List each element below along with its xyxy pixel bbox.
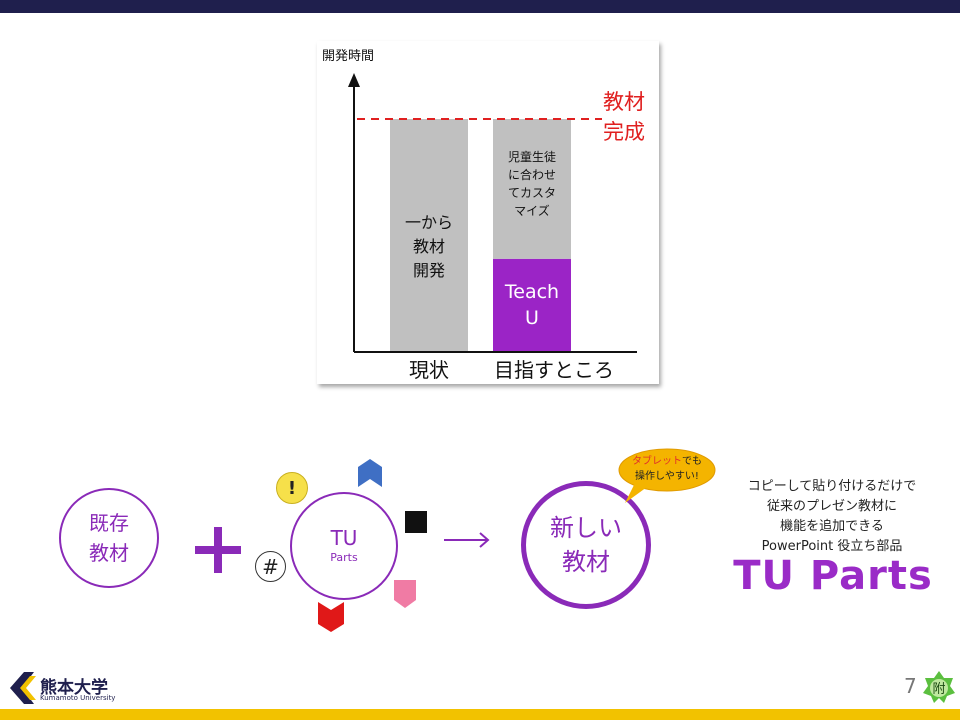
y-axis-label: 開発時間 xyxy=(322,49,374,64)
new-material-circle: 新しい 教材 xyxy=(521,481,651,609)
pink-bookmark-icon xyxy=(394,580,416,608)
attached-school-badge-icon: 附 xyxy=(923,671,955,703)
bubble-line2: 操作しやすい! xyxy=(635,471,699,482)
red-bookmark-icon xyxy=(318,602,344,632)
bubble-rest: でも xyxy=(682,456,702,467)
new-line1: 新しい xyxy=(550,514,622,542)
teachu-label-0: Teach xyxy=(504,281,559,303)
desc-line1: コピーして貼り付けるだけで xyxy=(747,479,917,494)
right-arrow-icon xyxy=(444,532,490,548)
existing-line2: 教材 xyxy=(89,541,129,565)
gray-right-label-2: てカスタ xyxy=(508,186,556,200)
gray-right-label-0: 児童生徒 xyxy=(508,149,556,164)
bubble-highlight: タブレット xyxy=(632,456,682,467)
category-label-0: 現状 xyxy=(409,358,449,382)
gray-right-label-1: に合わせ xyxy=(508,167,556,182)
existing-material-circle: 既存 教材 xyxy=(59,488,159,588)
target-label-line2: 完成 xyxy=(603,120,645,144)
parts-label: Parts xyxy=(330,551,358,564)
desc-line3: 機能を追加できる xyxy=(780,519,884,534)
university-name-en: Kumamoto University xyxy=(40,694,116,702)
category-label-1: 目指すところ xyxy=(494,358,614,382)
top-bar xyxy=(0,0,960,13)
desc-line2: 従来のプレゼン教材に xyxy=(766,499,897,514)
existing-line1: 既存 xyxy=(89,511,129,535)
bubble-text: タブレットでも 操作しやすい! xyxy=(622,454,712,484)
page-number: 7 xyxy=(904,674,917,698)
tu-parts-circle: TU Parts xyxy=(290,492,398,600)
target-label-line1: 教材 xyxy=(603,90,645,114)
hash-icon: # xyxy=(255,551,286,582)
gray-right-label-3: マイズ xyxy=(514,203,550,218)
kumamoto-university-logo-icon xyxy=(10,672,36,704)
y-axis-arrowhead xyxy=(348,73,360,87)
black-square-icon xyxy=(405,511,427,533)
plus-icon xyxy=(195,527,241,573)
bar-teachu-1 xyxy=(493,258,571,352)
gray-left-label-0: 一から xyxy=(405,213,453,232)
gray-left-label-2: 開発 xyxy=(413,261,445,280)
speech-bubble xyxy=(618,448,716,503)
bar-gray-0 xyxy=(390,119,468,352)
badge-text: 附 xyxy=(932,682,945,697)
gray-left-label-1: 教材 xyxy=(413,237,445,256)
bottom-bar xyxy=(0,709,960,720)
chart-svg: 開発時間教材完成現状目指すところ一から教材開発児童生徒に合わせてカスタマイズTe… xyxy=(322,49,645,382)
desc-line4: PowerPoint 役立ち部品 xyxy=(761,539,903,554)
tu-label: TU xyxy=(330,526,358,550)
exclamation-icon: ! xyxy=(276,472,308,504)
bar-gray-1 xyxy=(493,119,571,259)
tu-parts-title: TU Parts xyxy=(733,553,933,599)
description: コピーして貼り付けるだけで 従来のプレゼン教材に 機能を追加できる PowerP… xyxy=(722,477,942,557)
blue-bookmark-icon xyxy=(358,459,382,487)
university-name: 熊本大学 xyxy=(40,678,108,698)
teachu-label-1: U xyxy=(525,307,539,329)
new-line2: 教材 xyxy=(562,548,610,576)
